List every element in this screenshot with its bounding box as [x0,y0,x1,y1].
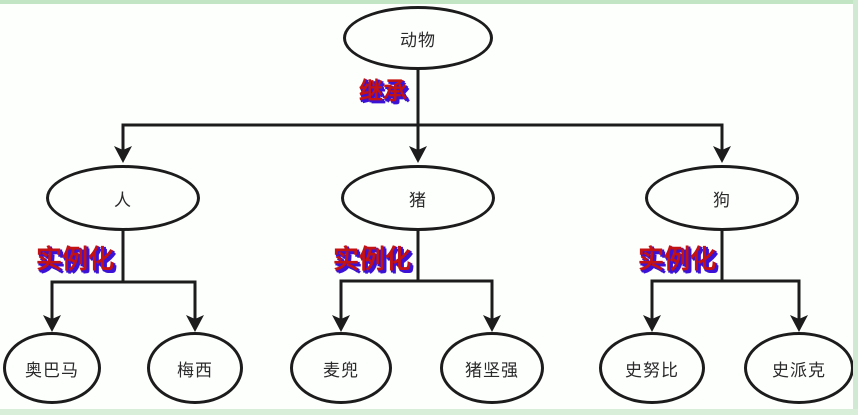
border-accent-right [853,0,858,415]
instance-node-spike-label: 史派克 [772,360,826,380]
instance-node-messi: 梅西 [147,332,243,404]
class-node-animal-label: 动物 [400,30,436,50]
instance-node-obama-label: 奥巴马 [25,360,79,380]
class-node-dog-label: 狗 [713,190,731,210]
instance-node-messi-label: 梅西 [177,360,213,380]
instantiation-edge-label-human: 实例化 [36,244,115,274]
class-node-dog: 狗 [645,165,799,231]
instantiation-edge-label-dog: 实例化 [638,244,717,274]
class-node-pig: 猪 [341,165,495,231]
inheritance-edges [121,69,724,151]
instance-node-spike: 史派克 [744,332,854,404]
class-node-animal: 动物 [343,6,493,70]
border-accent-bottom [0,409,858,415]
instantiation-edges-human [50,229,197,320]
border-accent-top [0,0,858,4]
instance-node-zhujianqiang-label: 猪坚强 [465,360,519,380]
class-node-human-label: 人 [114,190,132,210]
instantiation-edge-label-pig: 实例化 [333,244,412,274]
instance-node-mcdull: 麦兜 [290,332,392,404]
class-node-human: 人 [46,165,200,231]
instantiation-arrowheads [43,315,808,332]
instance-node-snoopy-label: 史努比 [625,360,679,380]
instance-node-zhujianqiang: 猪坚强 [440,332,544,404]
instance-node-snoopy: 史努比 [599,332,705,404]
inheritance-arrowheads [114,146,731,163]
instantiation-edges-pig [339,229,494,320]
inheritance-edge-label: 继承 [359,78,407,105]
instance-node-mcdull-label: 麦兜 [323,360,359,380]
class-node-pig-label: 猪 [409,190,427,210]
instance-node-obama: 奥巴马 [3,332,101,404]
instantiation-edges-dog [650,229,801,320]
